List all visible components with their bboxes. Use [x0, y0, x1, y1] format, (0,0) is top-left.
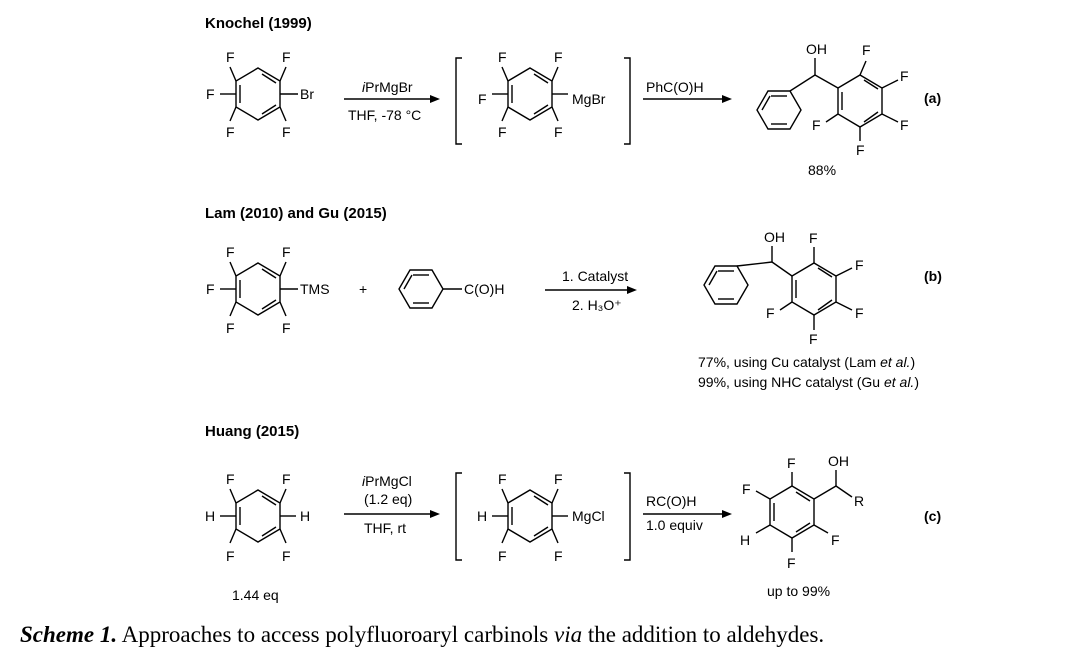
atom-f: F: [831, 532, 840, 548]
atom-f: F: [787, 455, 796, 471]
atom-f: F: [812, 117, 821, 133]
svg-text:iPrMgCl: iPrMgCl: [362, 473, 412, 489]
substituent-mgbr: MgBr: [572, 91, 606, 107]
tag-b: (b): [924, 268, 942, 284]
tag-c: (c): [924, 508, 941, 524]
reagent-c2-top: RC(O)H: [646, 493, 697, 509]
arrow-a2: PhC(O)H: [643, 79, 732, 103]
molecule-c6f5tms: F F F F F TMS: [206, 244, 330, 336]
arrow-a1: iPrMgBr THF, -78 °C: [344, 79, 440, 123]
atom-f: F: [282, 320, 291, 336]
atom-f: F: [282, 49, 291, 65]
reagent-a1-top: PrMgBr: [365, 79, 413, 95]
molecule-c6f4hmgcl: F F H F F MgCl: [477, 471, 605, 564]
atom-oh: OH: [806, 41, 827, 57]
arrow-c2: RC(O)H 1.0 equiv: [643, 493, 732, 533]
atom-f: F: [206, 281, 215, 297]
atom-f: F: [498, 49, 507, 65]
atom-f: F: [787, 555, 796, 571]
arrow-b: 1. Catalyst 2. H₃O⁺: [545, 268, 637, 313]
substituent-tms: TMS: [300, 281, 330, 297]
atom-f: F: [855, 257, 864, 273]
equiv-label: 1.44 eq: [232, 587, 279, 603]
atom-f: F: [809, 331, 818, 347]
atom-f: F: [478, 91, 487, 107]
atom-f: F: [282, 471, 291, 487]
r-group: R: [854, 493, 864, 509]
reagent-c1-mid: (1.2 eq): [364, 491, 412, 507]
atom-f: F: [742, 481, 751, 497]
reagent-c1-top: PrMgCl: [365, 473, 412, 489]
atom-f: F: [498, 124, 507, 140]
title-knochel: Knochel (1999): [205, 15, 312, 32]
molecule-c6f5mgbr: F F F F F MgBr: [478, 49, 606, 140]
atom-f: F: [900, 117, 909, 133]
substituent-mgcl: MgCl: [572, 508, 605, 524]
atom-f: F: [554, 471, 563, 487]
reagent-a2: PhC(O)H: [646, 79, 704, 95]
yield-b-line2: 99%, using NHC catalyst (Gu et al.): [698, 374, 919, 390]
atom-f: F: [766, 305, 775, 321]
bracket-a: [455, 57, 631, 145]
aldehyde-group: C(O)H: [464, 281, 504, 297]
atom-f: F: [226, 49, 235, 65]
atom-f: F: [554, 49, 563, 65]
atom-f: F: [856, 142, 865, 158]
bracket-c: [455, 472, 631, 561]
atom-f: F: [226, 124, 235, 140]
product-b: OH F F F F F: [703, 229, 864, 347]
tag-a: (a): [924, 90, 941, 106]
step-2: 2. H₃O⁺: [572, 297, 622, 313]
product-c: F F H F F OH R up to 99%: [740, 453, 864, 599]
atom-oh: OH: [764, 229, 785, 245]
atom-f: F: [226, 471, 235, 487]
reagent-c2-bottom: 1.0 equiv: [646, 517, 703, 533]
step-1: 1. Catalyst: [562, 268, 628, 284]
atom-f: F: [282, 124, 291, 140]
atom-f: F: [900, 68, 909, 84]
caption-label: Scheme 1.: [20, 622, 118, 647]
title-lam-gu: Lam (2010) and Gu (2015): [205, 205, 387, 222]
atom-f: F: [226, 548, 235, 564]
atom-f: F: [554, 548, 563, 564]
atom-oh: OH: [828, 453, 849, 469]
atom-f: F: [226, 320, 235, 336]
atom-h: H: [205, 508, 215, 524]
atom-h: H: [300, 508, 310, 524]
yield-b-line1: 77%, using Cu catalyst (Lam et al.): [698, 354, 915, 370]
atom-f: F: [862, 42, 871, 58]
reagent-a1-bottom: THF, -78 °C: [348, 107, 421, 123]
product-a: OH F F F F F 88%: [756, 41, 909, 178]
yield-a: 88%: [808, 162, 836, 178]
plus-sign: +: [359, 281, 367, 297]
substituent-br: Br: [300, 86, 314, 102]
atom-f: F: [282, 244, 291, 260]
atom-h: H: [477, 508, 487, 524]
atom-f: F: [554, 124, 563, 140]
atom-h: H: [740, 532, 750, 548]
scheme-caption: Scheme 1. Approaches to access polyfluor…: [20, 622, 825, 647]
svg-text:iPrMgBr: iPrMgBr: [362, 79, 413, 95]
atom-f: F: [206, 86, 215, 102]
atom-f: F: [498, 548, 507, 564]
title-huang: Huang (2015): [205, 423, 299, 440]
reagent-prefix: i: [362, 79, 366, 95]
atom-f: F: [282, 548, 291, 564]
atom-f: F: [855, 305, 864, 321]
atom-f: F: [226, 244, 235, 260]
molecule-benzaldehyde: C(O)H: [398, 269, 504, 309]
yield-c: up to 99%: [767, 583, 830, 599]
molecule-c6f4h2: F F H H F F: [205, 471, 310, 564]
reagent-c1-bottom: THF, rt: [364, 520, 406, 536]
atom-f: F: [498, 471, 507, 487]
molecule-c6f5br: F F F F F Br: [206, 49, 314, 140]
atom-f: F: [809, 230, 818, 246]
reagent-prefix: i: [362, 473, 366, 489]
arrow-c1: iPrMgCl (1.2 eq) THF, rt: [344, 473, 440, 536]
